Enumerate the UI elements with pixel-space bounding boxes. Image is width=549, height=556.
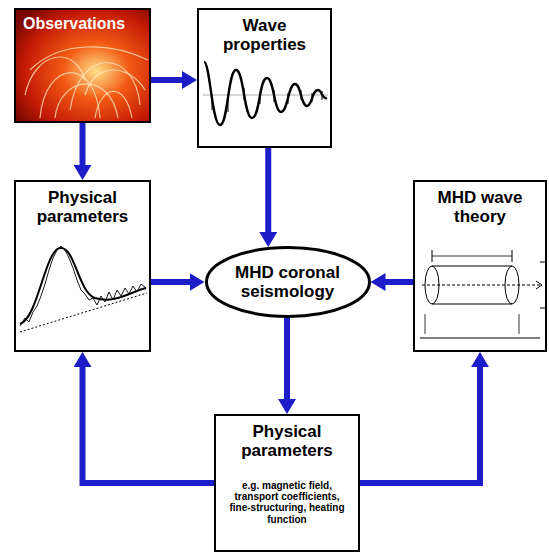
tube-mark [519, 314, 520, 334]
box-title: Physical parameters [224, 422, 350, 460]
central-oval: MHD coronal seismology [205, 246, 371, 318]
text-group: Observations [16, 10, 149, 38]
box-title: Observations [23, 15, 142, 33]
length-mark [432, 256, 512, 257]
tube-end [505, 266, 519, 304]
spectrum-fit [20, 248, 146, 324]
background-line [20, 293, 147, 332]
error-bar [288, 93, 289, 104]
error-bar [260, 92, 261, 104]
error-bar [312, 93, 313, 102]
process-box: Wave properties [197, 8, 332, 148]
tube-base [420, 338, 540, 339]
error-bar [212, 95, 213, 110]
loop [25, 57, 85, 95]
process-box: Physical parameters e.g. magnetic field, … [214, 414, 360, 552]
flow-arrow [360, 366, 480, 483]
flow-arrow [284, 318, 290, 400]
error-bar [301, 90, 302, 100]
damped-wave [204, 62, 327, 125]
axis-arrow [536, 281, 542, 289]
tube-end [425, 266, 439, 304]
flow-arrow [80, 123, 86, 166]
coronal-loops [25, 47, 148, 118]
error-bar [228, 100, 229, 112]
box-title: MHD coronal seismology [224, 263, 352, 301]
error-bar [274, 90, 275, 102]
process-box: Physical parameters [14, 180, 151, 352]
loop [40, 73, 100, 118]
plot-axis [203, 95, 328, 96]
flow-arrow [151, 77, 183, 83]
flow-arrow [151, 279, 191, 285]
tube-wall [432, 266, 512, 267]
flow-arrow [385, 279, 414, 285]
oval-shape [206, 248, 369, 317]
text-group: MHD wave theory [415, 182, 545, 232]
spectrum-data [20, 246, 146, 326]
error-bars [212, 88, 322, 112]
wave-plot [203, 62, 328, 125]
flow-arrow [83, 366, 215, 483]
text-group: Physical parameters [16, 182, 149, 232]
observations-box: Observations [14, 8, 151, 123]
loop [30, 47, 148, 70]
flux-tube [420, 250, 546, 338]
tube-mark [425, 314, 426, 334]
text-group: Wave properties [199, 10, 330, 60]
tube-wall [432, 304, 512, 305]
flow-arrow [265, 148, 271, 233]
text-group: Physical parameters e.g. magnetic field, … [216, 416, 358, 531]
box-note: e.g. magnetic field, transport coefficie… [224, 480, 350, 525]
tube-axis [422, 285, 542, 286]
box-title: Physical parameters [24, 188, 141, 226]
observation-image [14, 8, 151, 123]
text-group: MHD coronal seismology [222, 263, 354, 301]
spectrum-plot [20, 246, 147, 332]
box-title: MHD wave theory [423, 188, 537, 226]
error-bar [322, 91, 323, 100]
error-bar [244, 88, 245, 100]
process-box: MHD wave theory [413, 180, 547, 352]
loop [95, 91, 132, 118]
box-title: Wave properties [207, 16, 322, 54]
